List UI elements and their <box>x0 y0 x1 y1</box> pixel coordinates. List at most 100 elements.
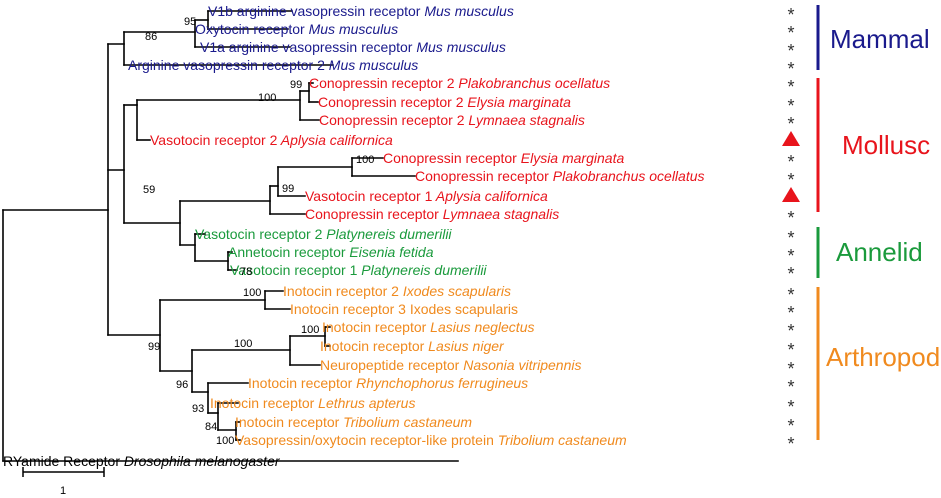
bootstrap-value: 100 <box>356 154 374 166</box>
leaf-itln-species: Lasius neglectus <box>426 319 534 335</box>
leaf-cp2ls-name: Conopressin receptor 2 <box>319 112 465 128</box>
leaf-itla-species: Lethrus apterus <box>314 395 415 411</box>
tree-branches <box>2 10 459 462</box>
leaf-vt2ac-species: Aplysia californica <box>277 132 393 148</box>
leaf-avp2-species: Mus musculus <box>325 57 418 73</box>
clade-label-mollusc: Mollusc <box>842 130 930 160</box>
bootstrap-value: 96 <box>176 379 188 391</box>
leaf-cpem-species: Elysia marginata <box>517 150 625 166</box>
leaf-cp2ls: Conopressin receptor 2 Lymnaea stagnalis <box>319 112 585 128</box>
leaf-itlni-species: Lasius niger <box>424 338 505 354</box>
bootstrap-value: 78 <box>240 266 252 278</box>
asterisk-marker-ittc: * <box>787 416 794 436</box>
leaf-v1a-name: V1a arginine vasopressin receptor <box>200 39 413 55</box>
clade-label-mammal: Mammal <box>830 24 930 54</box>
leaf-ryam-name: RYamide Receptor <box>3 453 120 469</box>
asterisk-marker-cpls: * <box>787 208 794 228</box>
leaf-vpoxtc: Vasopressin/oxytocin receptor-like prote… <box>235 432 627 448</box>
leaf-cp2em: Conopressin receptor 2 Elysia marginata <box>318 94 571 110</box>
leaf-vt1pd-species: Platynereis dumerilii <box>357 262 487 278</box>
bootstrap-value: 100 <box>216 435 234 447</box>
leaf-it3is: Inotocin receptor 3 Ixodes scapularis <box>290 301 518 317</box>
bootstrap-value: 100 <box>234 338 252 350</box>
leaf-vpoxtc-name: Vasopressin/oxytocin receptor-like prote… <box>235 432 494 448</box>
bootstrap-value: 86 <box>145 31 157 43</box>
asterisk-marker-npnv: * <box>787 359 794 379</box>
leaf-npnv-name: Neuropeptide receptor <box>320 357 460 373</box>
bootstrap-value: 100 <box>301 324 319 336</box>
leaf-avp2-name: Arginine vasopressin receptor 2 <box>128 57 325 73</box>
scale-bar-label: 1 <box>60 485 66 497</box>
leaf-vt1ac-name: Vasotocin receptor 1 <box>305 188 433 204</box>
bootstrap-value: 100 <box>258 92 276 104</box>
asterisk-marker-itla: * <box>787 397 794 417</box>
asterisk-marker-vt1pd: * <box>787 264 794 284</box>
leaf-avp2: Arginine vasopressin receptor 2 Mus musc… <box>128 57 418 73</box>
leaf-cpls: Conopressin receptor Lymnaea stagnalis <box>305 206 559 222</box>
leaf-anef-name: Annetocin receptor <box>228 244 346 260</box>
leaf-it2is-name: Inotocin receptor 2 <box>283 283 399 299</box>
leaf-labels: V1b arginine vasopressin receptor Mus mu… <box>3 3 705 469</box>
bootstrap-value: 95 <box>184 16 196 28</box>
leaf-vt2pd-name: Vasotocin receptor 2 <box>195 226 323 242</box>
asterisk-marker-it2is: * <box>787 285 794 305</box>
asterisk-marker-vt2pd: * <box>787 228 794 248</box>
asterisk-marker-vpoxtc: * <box>787 434 794 454</box>
bootstrap-value: 99 <box>148 341 160 353</box>
leaf-it2is-species: Ixodes scapularis <box>399 283 511 299</box>
leaf-itrf: Inotocin receptor Rhynchophorus ferrugin… <box>248 375 528 391</box>
leaf-ryam: RYamide Receptor Drosophila melanogaster <box>3 453 281 469</box>
leaf-itln: Inotocin receptor Lasius neglectus <box>322 319 534 335</box>
leaf-itlni-name: Inotocin receptor <box>320 338 425 354</box>
leaf-it2is: Inotocin receptor 2 Ixodes scapularis <box>283 283 511 299</box>
bootstrap-value: 84 <box>205 421 217 433</box>
leaf-cppo-species: Plakobranchus ocellatus <box>549 168 705 184</box>
leaf-ittc: Inotocin receptor Tribolium castaneum <box>235 414 472 430</box>
leaf-itln-name: Inotocin receptor <box>322 319 427 335</box>
asterisk-marker-itlni: * <box>787 340 794 360</box>
leaf-vt2pd-species: Platynereis dumerilii <box>322 226 452 242</box>
bootstrap-value: 93 <box>192 403 204 415</box>
leaf-oxt-name: Oxytocin receptor <box>195 21 305 37</box>
leaf-itlni: Inotocin receptor Lasius niger <box>320 338 505 354</box>
leaf-cppo-name: Conopressin receptor <box>415 168 549 184</box>
bootstrap-value: 59 <box>143 184 155 196</box>
asterisk-marker-oxt: * <box>787 23 794 43</box>
asterisk-marker-avp2: * <box>787 59 794 79</box>
leaf-anef-species: Eisenia fetida <box>346 244 434 260</box>
leaf-v1a-species: Mus musculus <box>412 39 505 55</box>
leaf-cpem: Conopressin receptor Elysia marginata <box>383 150 624 166</box>
asterisk-marker-itln: * <box>787 321 794 341</box>
leaf-cp2po-species: Plakobranchus ocellatus <box>455 75 611 91</box>
clade-label-arthropod: Arthropod <box>826 342 940 372</box>
leaf-vt2pd: Vasotocin receptor 2 Platynereis dumeril… <box>195 226 452 242</box>
asterisk-marker-v1b: * <box>787 5 794 25</box>
leaf-oxt-species: Mus musculus <box>305 21 398 37</box>
leaf-ittc-species: Tribolium castaneum <box>339 414 472 430</box>
scale-bar: 1 <box>22 467 105 497</box>
leaf-cp2po-name: Conopressin receptor 2 <box>309 75 455 91</box>
leaf-itrf-species: Rhynchophorus ferrugineus <box>352 375 528 391</box>
bootstrap-value: 99 <box>290 79 302 91</box>
leaf-it3is-name: Inotocin receptor 3 Ixodes scapularis <box>290 301 518 317</box>
asterisk-marker-it3is: * <box>787 303 794 323</box>
asterisk-marker-cp2em: * <box>787 96 794 116</box>
leaf-v1b-species: Mus musculus <box>420 3 513 19</box>
leaf-vt2ac: Vasotocin receptor 2 Aplysia californica <box>150 132 393 148</box>
leaf-ittc-name: Inotocin receptor <box>235 414 340 430</box>
leaf-cp2em-species: Elysia marginata <box>464 94 572 110</box>
leaf-npnv: Neuropeptide receptor Nasonia vitripenni… <box>320 357 581 373</box>
leaf-cpls-name: Conopressin receptor <box>305 206 439 222</box>
asterisk-marker-cppo: * <box>787 170 794 190</box>
leaf-cpls-species: Lymnaea stagnalis <box>439 206 559 222</box>
leaf-vt1ac: Vasotocin receptor 1 Aplysia californica <box>305 188 548 204</box>
leaf-vpoxtc-species: Tribolium castaneum <box>494 432 627 448</box>
leaf-vt2ac-name: Vasotocin receptor 2 <box>150 132 278 148</box>
leaf-anef: Annetocin receptor Eisenia fetida <box>228 244 434 260</box>
leaf-vt1ac-species: Aplysia californica <box>432 188 548 204</box>
asterisk-marker-cpem: * <box>787 152 794 172</box>
leaf-cp2po: Conopressin receptor 2 Plakobranchus oce… <box>309 75 610 91</box>
